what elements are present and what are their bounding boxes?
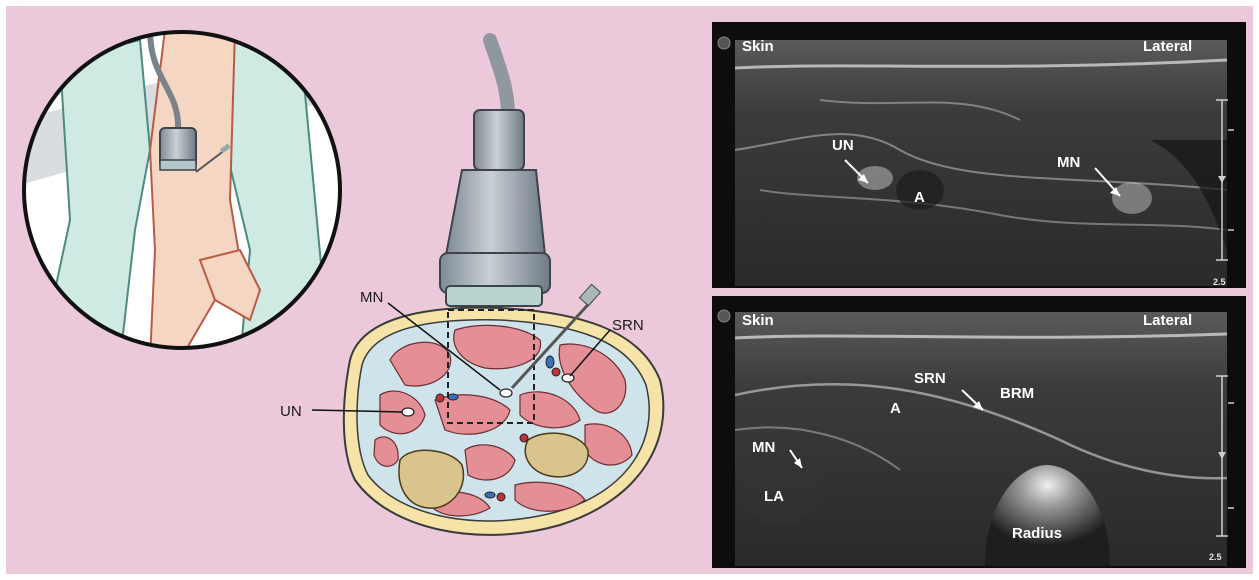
median-nerve-marker: [500, 389, 512, 397]
diagram-label-srn: SRN: [612, 317, 644, 334]
us-top-lateral-label: Lateral: [1143, 38, 1192, 55]
diagram-label-un: UN: [280, 403, 302, 420]
arm-inset: [20, 30, 350, 360]
ultrasound-probe: [440, 40, 550, 306]
ulnar-nerve-marker: [402, 408, 414, 416]
us-top-a-label: A: [914, 189, 925, 206]
ultrasound-image-top: [712, 22, 1246, 288]
us-bottom-brm-label: BRM: [1000, 385, 1034, 402]
superficial-radial-nerve-marker: [562, 374, 574, 382]
us-bottom-a-label: A: [890, 400, 901, 417]
us-top-mn-label: MN: [1057, 154, 1080, 171]
us-bottom-mn-label: MN: [752, 439, 775, 456]
us-bottom-depth-label: 2.5: [1209, 552, 1222, 562]
us-top-skin-label: Skin: [742, 38, 774, 55]
us-top-un-label: UN: [832, 137, 854, 154]
us-bottom-lateral-label: Lateral: [1143, 312, 1192, 329]
us-bottom-srn-label: SRN: [914, 370, 946, 387]
diagram-label-mn: MN: [360, 289, 383, 306]
ultrasound-image-bottom: [712, 296, 1246, 568]
us-bottom-skin-label: Skin: [742, 312, 774, 329]
us-top-depth-label: 2.5: [1213, 277, 1226, 287]
us-bottom-la-label: LA: [764, 488, 784, 505]
us-bottom-radius-label: Radius: [1012, 525, 1062, 542]
